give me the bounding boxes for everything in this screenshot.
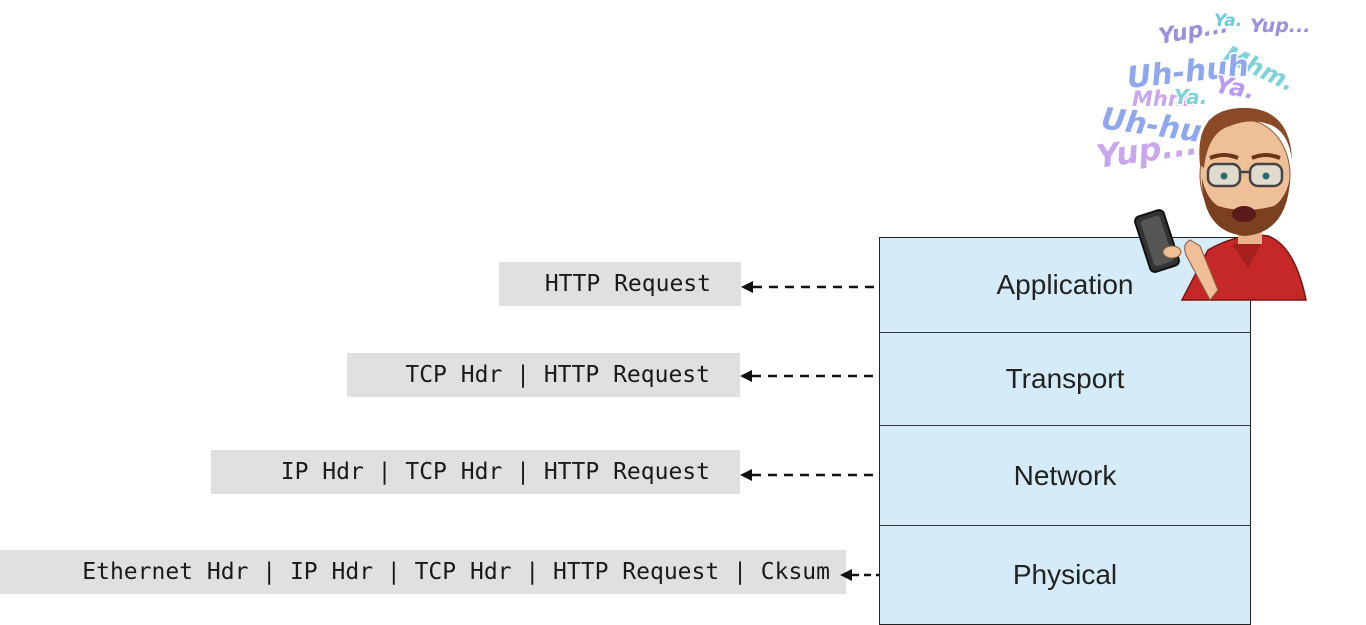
layer-physical: Physical [1012,559,1118,590]
word-ya-2: Ya. [1213,70,1257,104]
layer-network: Network [880,426,1250,526]
layer-transport: Transport [880,333,1250,426]
arrow-network [740,469,879,481]
packet-application: HTTP Request [499,262,741,306]
speech-words: Ya. Yup... Yup... Mhm. Uh-huh Ya. Mhm. Y… [1092,10,1312,178]
word-ya-1: Ya. [1214,11,1242,31]
protocol-stack: Application Transport Network Physical [879,237,1251,625]
word-yup-1: Yup... [1250,15,1310,37]
packet-network: IP Hdr | TCP Hdr | HTTP Request [211,450,740,494]
arrow-transport [740,370,879,382]
arrow-physical [840,569,879,581]
packet-physical: Ethernet Hdr | IP Hdr | TCP Hdr | HTTP R… [0,550,846,594]
layer-application: Application [880,238,1250,333]
word-ya-3: Ya. [1174,85,1207,109]
arrow-application [741,281,879,293]
bitmoji-character: Ya. Yup... Yup... Mhm. Uh-huh Ya. Mhm. Y… [1092,10,1312,301]
word-yup-2: Yup... [1157,13,1230,50]
packet-transport: TCP Hdr | HTTP Request [347,353,740,397]
word-mhm-2: Mhm. [1132,87,1198,111]
